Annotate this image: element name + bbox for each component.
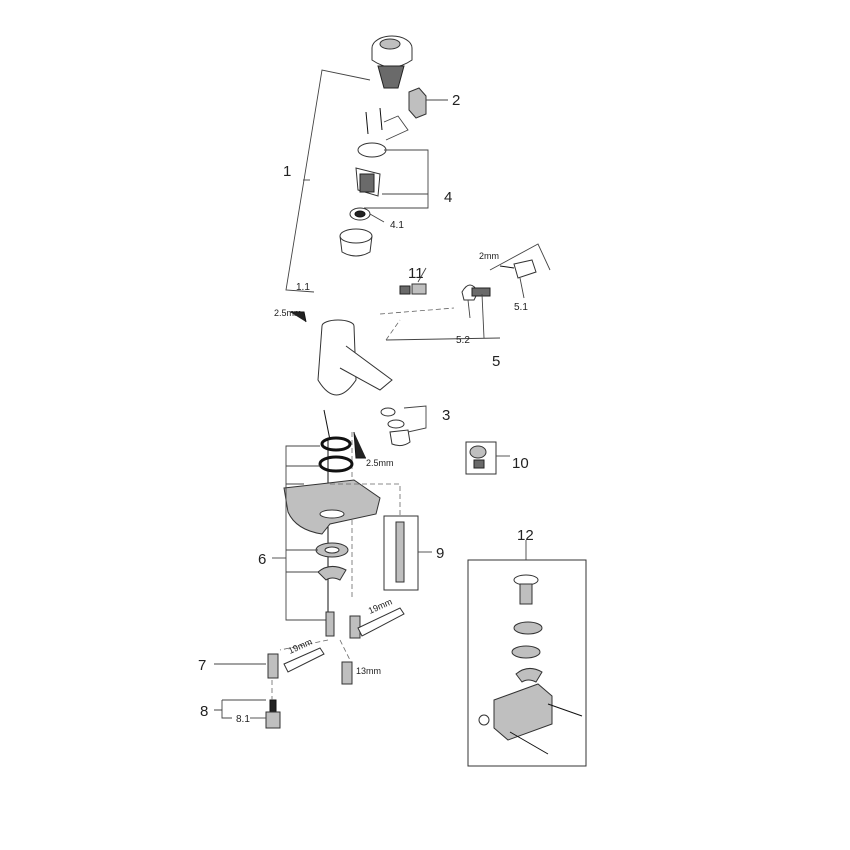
callout-6: 6 xyxy=(258,551,266,568)
screws-part xyxy=(365,107,409,141)
callout-1: 1 xyxy=(283,163,291,180)
callout-8: 8 xyxy=(200,703,208,720)
hex-key-label-c: 2.5mm xyxy=(366,458,394,468)
bracket-7-8 xyxy=(214,663,266,719)
callout-7: 7 xyxy=(198,657,206,674)
o-ring-upper xyxy=(318,436,354,473)
faucet-body-part xyxy=(317,319,393,441)
callout-12: 12 xyxy=(517,527,534,544)
lever-bracket-lines xyxy=(385,243,551,341)
hex-key-label-a: 2.5mm xyxy=(274,308,302,318)
mounting-kit-frame xyxy=(467,540,587,767)
spare-nozzle-part xyxy=(465,441,510,475)
callout-4: 4 xyxy=(444,189,452,206)
callout-10: 10 xyxy=(512,455,529,472)
callout-5: 5 xyxy=(492,353,500,370)
clip-part xyxy=(408,87,448,119)
socket-label: 13mm xyxy=(356,666,381,676)
aerator-part xyxy=(380,405,427,447)
small-parts-11 xyxy=(379,267,455,341)
mounting-kit-part xyxy=(478,574,583,755)
wrench-19mm-b xyxy=(283,647,325,673)
countertop-section xyxy=(283,479,381,535)
horseshoe-part xyxy=(317,566,347,581)
callout-11: 11 xyxy=(408,265,424,282)
bracket-6 xyxy=(272,445,330,621)
callout-3: 3 xyxy=(442,407,450,424)
callout-8-1: 8.1 xyxy=(236,714,250,725)
hex-key-2 xyxy=(353,431,366,459)
callout-9: 9 xyxy=(436,545,444,562)
lever-part xyxy=(461,259,537,301)
callout-5-1: 5.1 xyxy=(514,302,528,313)
handle-cap-part xyxy=(371,35,413,89)
callout-5-2: 5.2 xyxy=(456,335,470,346)
adapter-sleeve-part xyxy=(339,228,373,257)
connector-part xyxy=(265,611,361,729)
connector-dash-lines xyxy=(271,639,351,700)
cartridge-bracket-lines xyxy=(364,149,429,223)
wrench-19mm-a xyxy=(357,607,405,637)
callout-2: 2 xyxy=(452,92,460,109)
cartridge-part xyxy=(349,142,387,221)
installation-tool-part xyxy=(330,483,432,591)
hex-key-label-b: 2mm xyxy=(479,251,499,261)
washer-part xyxy=(315,542,349,558)
hex-key-1 xyxy=(290,311,307,323)
callout-4-1: 4.1 xyxy=(390,220,404,231)
callout-1-1: 1.1 xyxy=(296,282,310,293)
